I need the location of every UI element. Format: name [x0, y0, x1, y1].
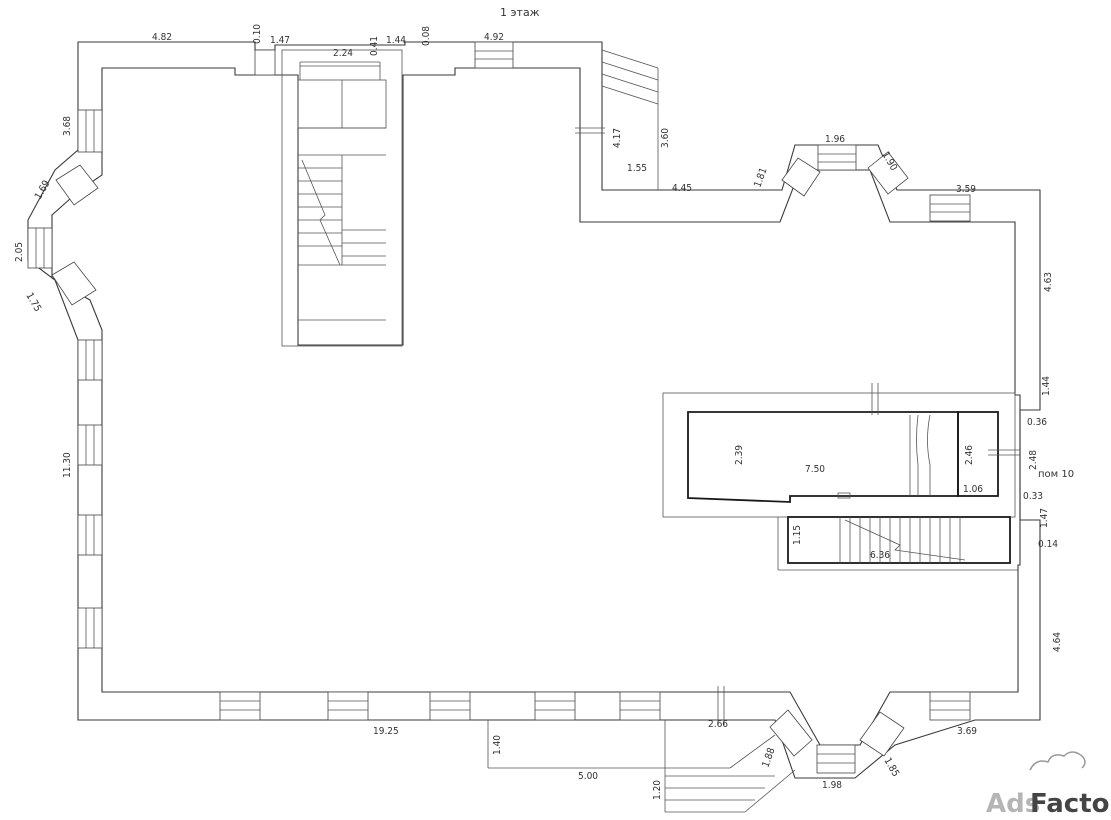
factory-smoke-icon [1029, 751, 1086, 771]
dim-label: 1.75 [23, 291, 43, 314]
dim-label: 0.33 [1023, 491, 1043, 502]
dim-label: 1.06 [963, 484, 983, 495]
dim-label: 0.36 [1027, 417, 1047, 428]
entrance-steps [487, 720, 796, 813]
dim-label: 4.45 [672, 183, 692, 194]
windows [27, 41, 971, 774]
dim-label: 2.05 [14, 242, 25, 262]
dim-label: 0.08 [421, 26, 432, 46]
dim-label: 11.30 [62, 452, 73, 478]
ramp-top [575, 49, 659, 190]
dim-label: 1.55 [627, 163, 647, 174]
dim-label: 2.48 [1028, 450, 1039, 470]
logo-text-factory: Factory [1030, 789, 1111, 819]
dim-label: 19.25 [373, 726, 399, 737]
dim-label: 2.24 [333, 48, 353, 59]
dim-label: 3.59 [956, 184, 976, 195]
floor-title: 1 этаж [500, 6, 540, 19]
logo-text-ads: Ads [986, 789, 1040, 819]
dim-label: 2.39 [734, 445, 745, 465]
dim-label: 1.47 [270, 35, 290, 46]
dim-label: 0.41 [369, 36, 380, 56]
dim-label: 1.98 [822, 780, 842, 791]
dim-label: 1.96 [825, 134, 845, 145]
dim-label: 3.69 [957, 726, 977, 737]
dim-label: 7.50 [805, 464, 825, 475]
dim-label: 1.47 [1039, 508, 1050, 528]
dim-label: 2.66 [708, 719, 728, 730]
dim-label: 4.82 [152, 32, 172, 43]
dim-label: 4.63 [1043, 272, 1054, 292]
dim-label: 4.92 [484, 32, 504, 43]
dim-label: 0.10 [252, 24, 263, 44]
dim-label: 6.36 [870, 550, 890, 561]
dim-label: 1.20 [652, 780, 663, 800]
dim-label: 1.85 [881, 756, 901, 779]
dim-label: 1.81 [752, 166, 769, 189]
dim-label: 0.14 [1038, 539, 1058, 550]
dim-label: 5.00 [578, 771, 598, 782]
dim-label: 1.40 [492, 735, 503, 755]
inner-wall [51, 67, 1021, 746]
dim-label: 1.44 [1041, 376, 1052, 396]
dim-label: 1.88 [760, 746, 777, 769]
dim-label: 4.17 [612, 128, 623, 148]
dim-label: 3.60 [660, 128, 671, 148]
room-label: пом 10 [1038, 469, 1074, 480]
dim-label: 4.64 [1052, 632, 1063, 652]
dim-label: 1.69 [33, 178, 53, 201]
room-10-block [662, 383, 1020, 571]
dim-label: 3.68 [62, 116, 73, 136]
adsfactory-logo: Ads Factory [986, 751, 1111, 819]
dim-label: 1.44 [386, 35, 406, 46]
dim-label: 2.46 [964, 445, 975, 465]
stairwell-top [281, 49, 403, 347]
dim-label: 1.15 [792, 525, 803, 545]
